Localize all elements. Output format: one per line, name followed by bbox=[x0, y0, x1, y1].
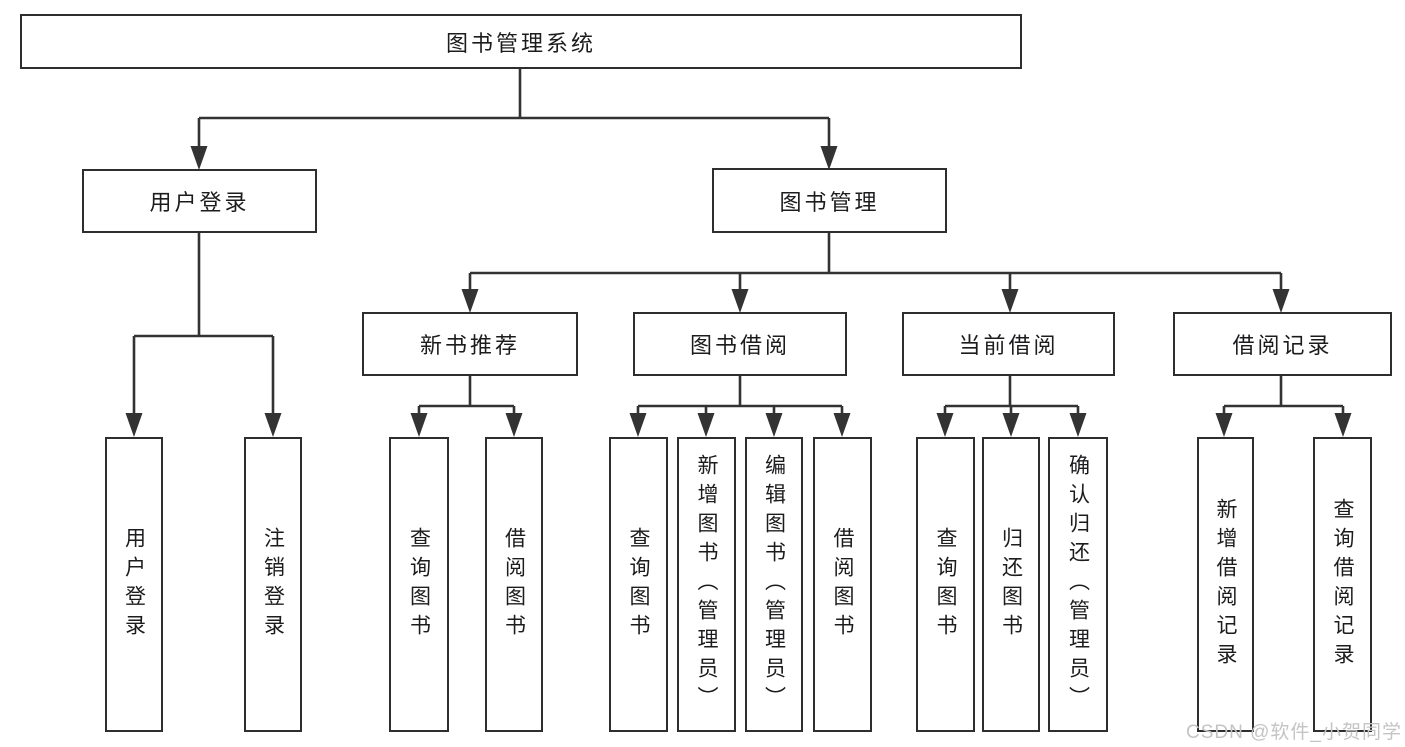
node-current-borrow-label: 当前借阅 bbox=[958, 333, 1059, 358]
leaf-search-books-current: 查询图书 bbox=[916, 437, 975, 732]
leaf-borrow-book-label: 借阅图书 bbox=[831, 526, 854, 643]
node-borrow-records: 借阅记录 bbox=[1173, 312, 1392, 376]
leaf-confirm-return-admin-label: 确认归还（管理员） bbox=[1066, 454, 1090, 715]
node-user-login-label: 用户登录 bbox=[149, 190, 250, 215]
leaf-search-books-borrow-label: 查询图书 bbox=[627, 526, 650, 643]
leaf-user-login: 用户登录 bbox=[105, 437, 163, 732]
node-new-book-recommend: 新书推荐 bbox=[362, 312, 578, 376]
leaf-logout: 注销登录 bbox=[244, 437, 302, 732]
node-root: 图书管理系统 bbox=[20, 14, 1022, 69]
leaf-edit-book-admin-label: 编辑图书（管理员） bbox=[762, 454, 786, 715]
leaf-confirm-return-admin: 确认归还（管理员） bbox=[1048, 437, 1108, 732]
node-user-login: 用户登录 bbox=[82, 169, 317, 233]
leaf-search-borrow-record: 查询借阅记录 bbox=[1313, 437, 1372, 732]
leaf-borrow-book: 借阅图书 bbox=[813, 437, 872, 732]
node-book-borrow-label: 图书借阅 bbox=[689, 333, 790, 358]
leaf-return-book: 归还图书 bbox=[982, 437, 1040, 732]
node-book-management: 图书管理 bbox=[712, 168, 947, 233]
node-root-label: 图书管理系统 bbox=[445, 30, 596, 56]
leaf-search-books-recommend: 查询图书 bbox=[389, 437, 449, 732]
leaf-logout-label: 注销登录 bbox=[261, 526, 285, 643]
leaf-borrow-books-recommend: 借阅图书 bbox=[485, 437, 543, 732]
node-book-borrow: 图书借阅 bbox=[633, 312, 847, 376]
leaf-user-login-label: 用户登录 bbox=[122, 526, 146, 643]
node-book-management-label: 图书管理 bbox=[779, 189, 880, 215]
leaf-search-books-borrow: 查询图书 bbox=[609, 437, 668, 732]
leaf-borrow-books-recommend-label: 借阅图书 bbox=[502, 526, 526, 643]
leaf-add-book-admin-label: 新增图书（管理员） bbox=[695, 454, 718, 715]
leaf-return-book-label: 归还图书 bbox=[999, 526, 1023, 643]
leaf-edit-book-admin: 编辑图书（管理员） bbox=[745, 437, 803, 732]
leaf-search-books-recommend-label: 查询图书 bbox=[407, 526, 431, 643]
leaf-add-book-admin: 新增图书（管理员） bbox=[677, 437, 736, 732]
leaf-search-books-current-label: 查询图书 bbox=[934, 526, 957, 643]
node-current-borrow: 当前借阅 bbox=[902, 312, 1115, 376]
node-borrow-records-label: 借阅记录 bbox=[1232, 333, 1333, 358]
leaf-search-borrow-record-label: 查询借阅记录 bbox=[1331, 497, 1354, 672]
arrowheads bbox=[125, 146, 1352, 437]
leaf-add-borrow-record: 新增借阅记录 bbox=[1197, 437, 1254, 732]
leaf-add-borrow-record-label: 新增借阅记录 bbox=[1214, 497, 1237, 672]
connector-path bbox=[132, 68, 1345, 414]
node-new-book-recommend-label: 新书推荐 bbox=[419, 333, 520, 358]
